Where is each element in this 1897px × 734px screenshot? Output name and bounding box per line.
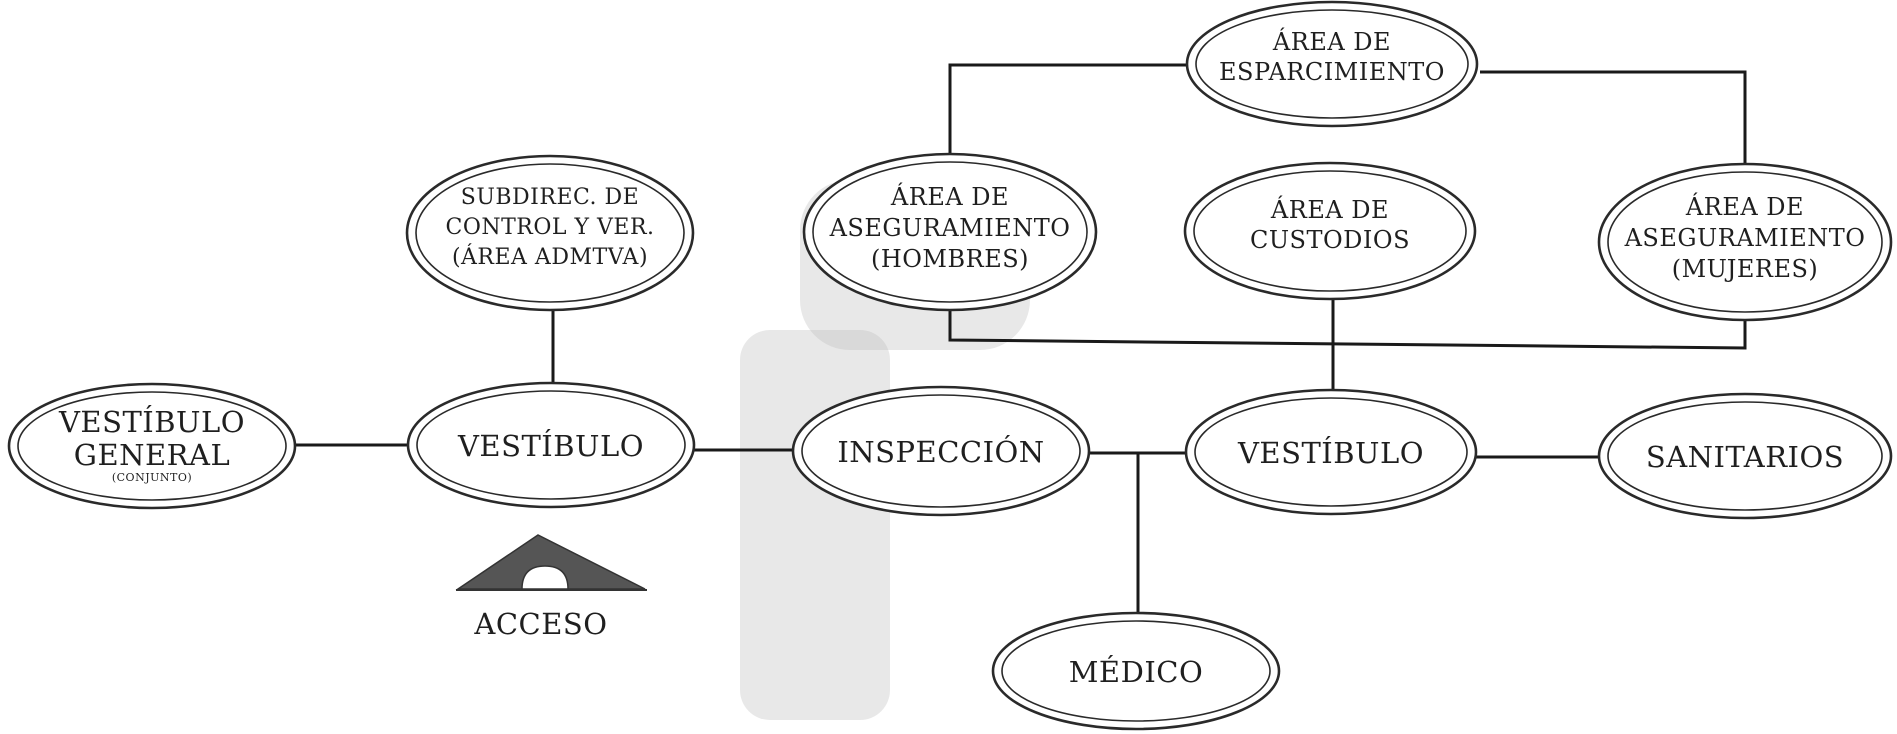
node-label-line: SANITARIOS [1646,440,1844,474]
node-label-line: CONTROL Y VER. [445,215,654,240]
node-inspeccion: INSPECCIÓN [791,385,1091,517]
node-area-aseguramiento-hombres: ÁREA DE ASEGURAMIENTO (HOMBRES) [802,152,1098,312]
node-label-line: SUBDIREC. DE [461,185,639,210]
node-label-line: ASEGURAMIENTO [1624,224,1866,252]
access-marker: ACCESO [455,534,647,641]
node-label-line: (HOMBRES) [871,245,1029,273]
node-label-line: (ÁREA ADMTVA) [452,243,648,270]
node-vestibulo: VESTÍBULO [406,381,696,509]
node-label-line: ÁREA DE [1270,195,1389,224]
node-label-line: GENERAL [74,438,230,472]
node-label-line: VESTÍBULO [58,404,245,439]
node-vestibulo-2: VESTÍBULO [1184,388,1478,516]
node-area-aseguramiento-mujeres: ÁREA DE ASEGURAMIENTO (MUJERES) [1597,162,1893,322]
connectors [290,63,1747,622]
node-area-custodios: ÁREA DE CUSTODIOS [1183,161,1477,301]
node-label-line: ASEGURAMIENTO [829,214,1071,242]
access-label: ACCESO [473,607,607,641]
node-vestibulo-general: VESTÍBULO GENERAL (CONJUNTO) [7,382,297,510]
node-label-line: INSPECCIÓN [837,434,1044,469]
node-label-line: CUSTODIOS [1250,226,1410,254]
node-label-line: ÁREA DE [890,182,1009,211]
node-label-line: ÁREA DE [1685,192,1804,221]
node-label-line: ÁREA DE [1272,27,1391,56]
node-area-esparcimiento: ÁREA DE ESPARCIMIENTO [1185,0,1479,128]
node-medico: MÉDICO [991,611,1281,731]
node-label-line: (MUJERES) [1672,255,1819,283]
node-label-line: VESTÍBULO [457,428,644,463]
node-label-line: MÉDICO [1069,654,1204,689]
node-sanitarios: SANITARIOS [1597,392,1893,520]
node-label-line: ESPARCIMIENTO [1219,58,1445,86]
node-sublabel: (CONJUNTO) [112,471,192,484]
access-arch-icon [455,534,646,590]
node-label-line: VESTÍBULO [1237,435,1424,470]
connector-esparcimiento-right [1480,70,1747,198]
node-subdireccion: SUBDIREC. DE CONTROL Y VER. (ÁREA ADMTVA… [405,154,695,312]
